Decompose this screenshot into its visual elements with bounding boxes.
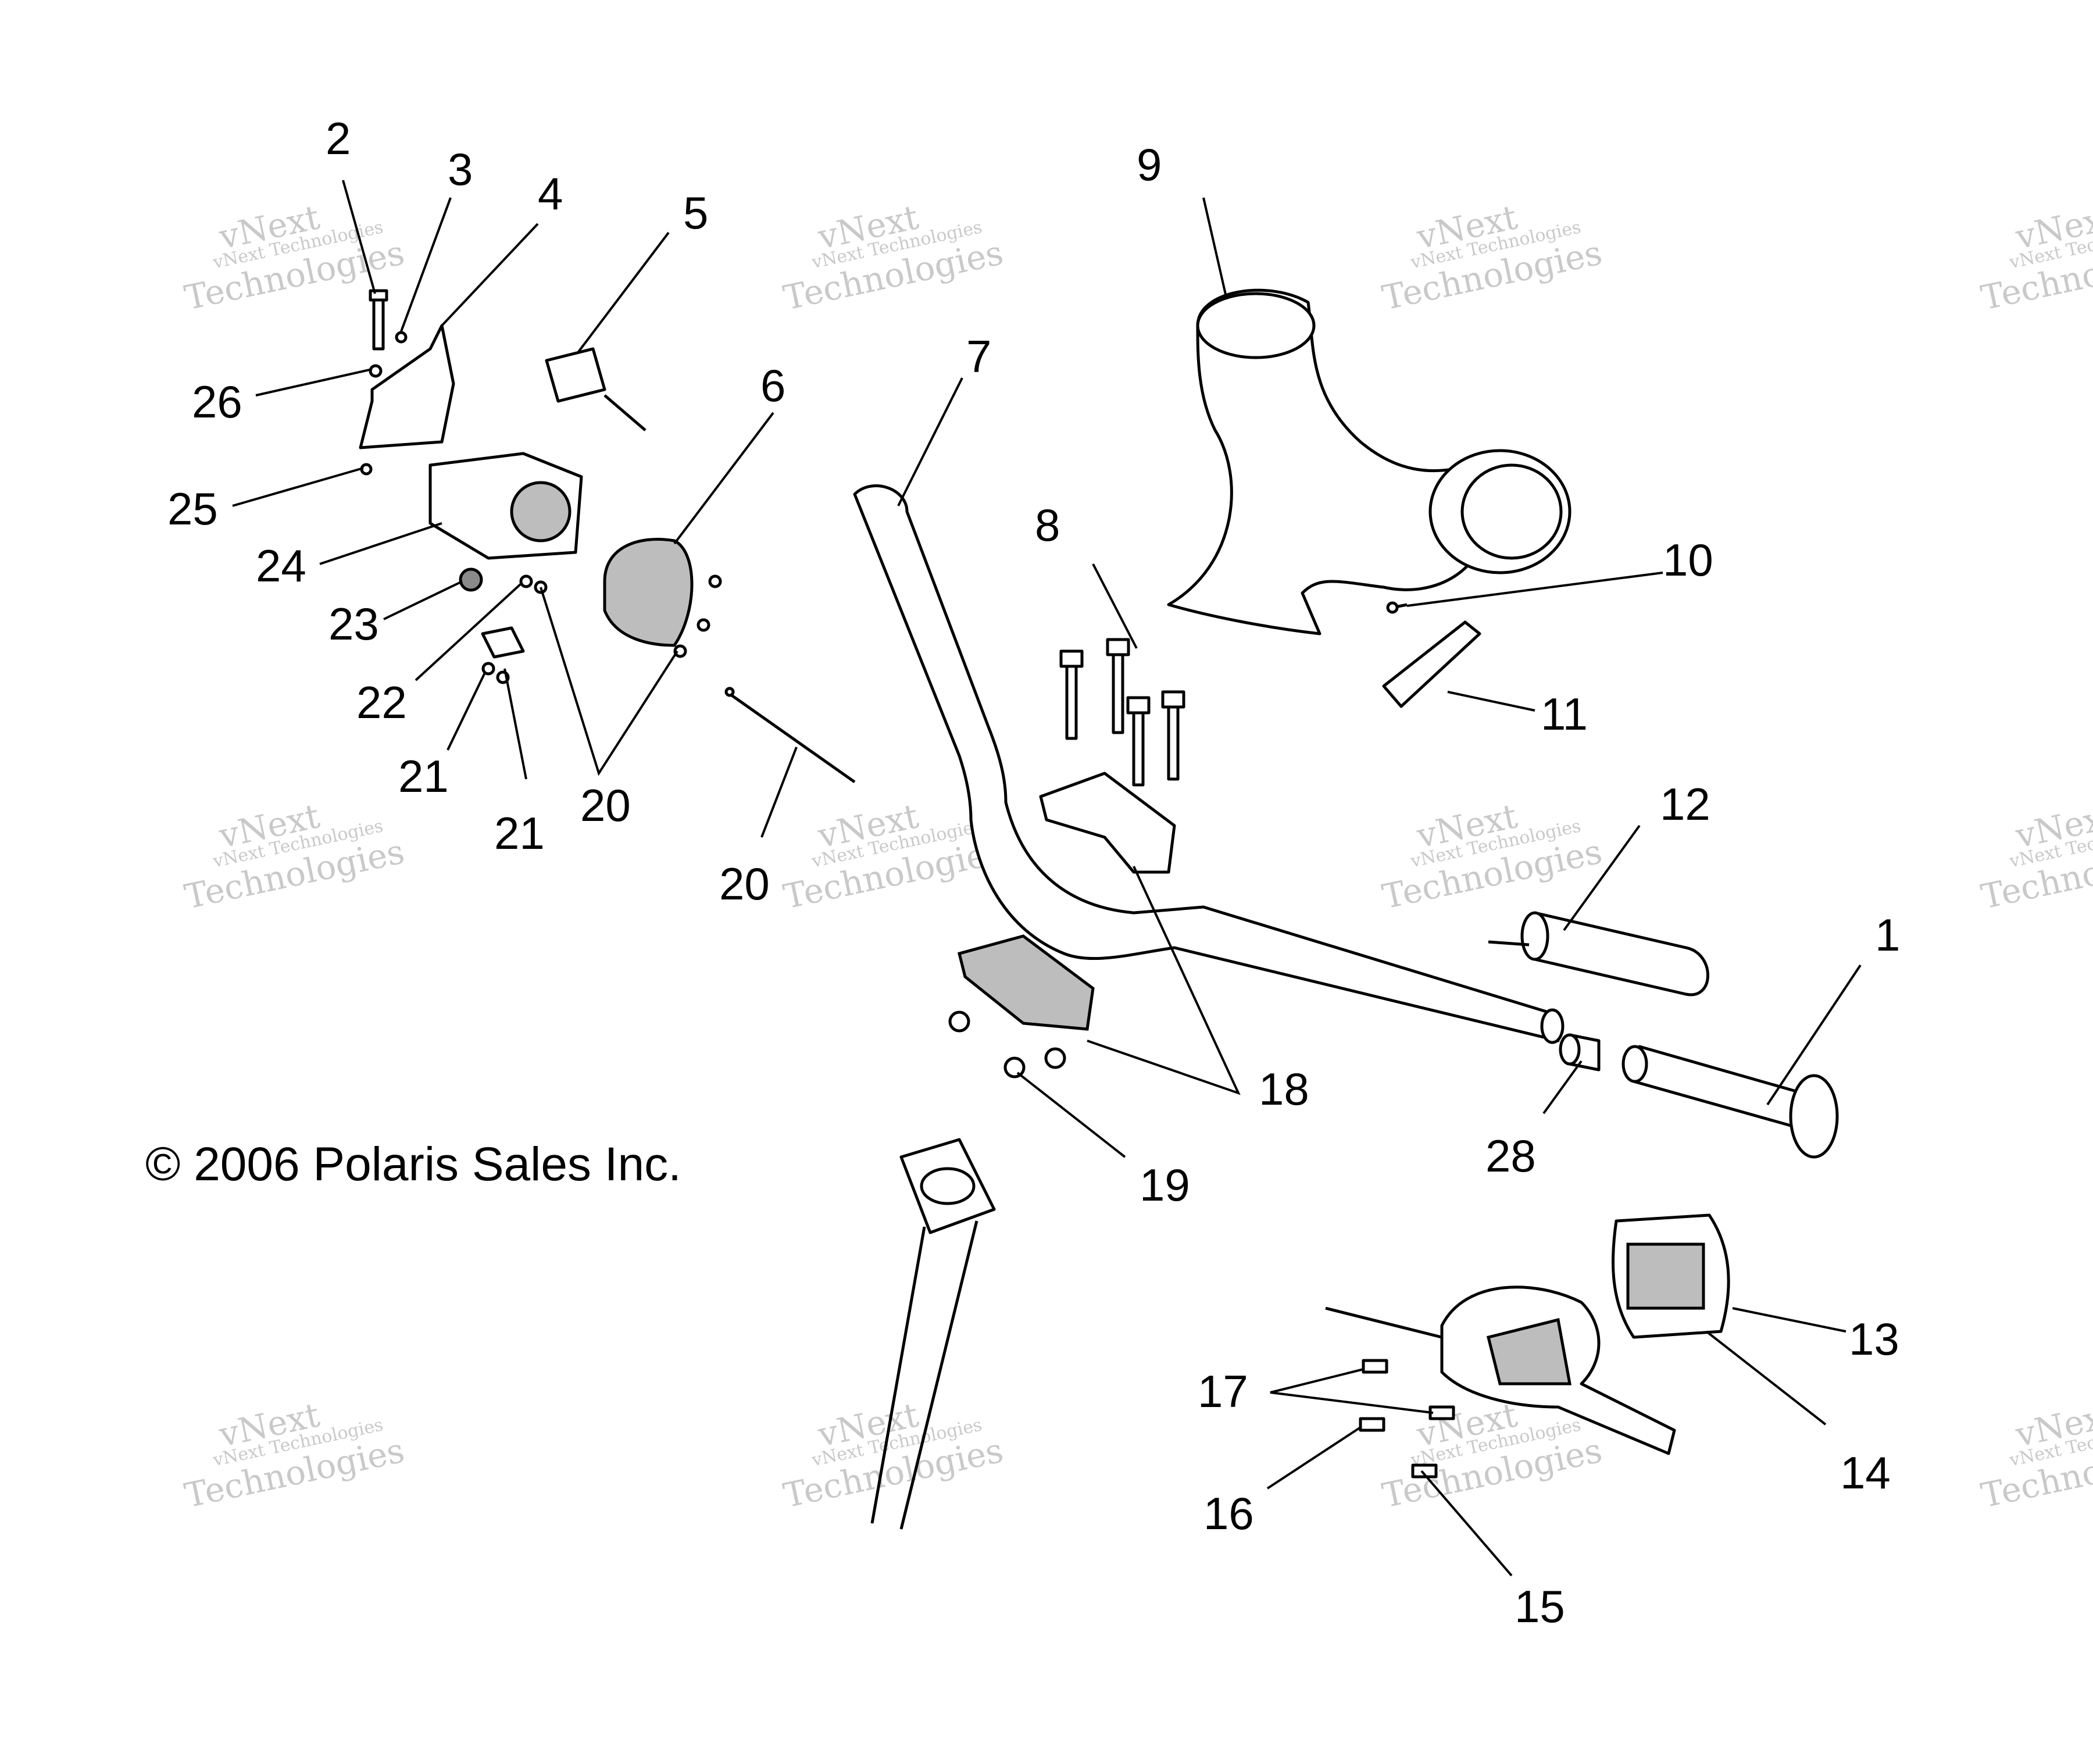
screws-21-23-part xyxy=(481,574,722,684)
callout-3: 3 xyxy=(448,144,473,195)
plug-24-part xyxy=(459,567,483,592)
leader-lines xyxy=(232,180,1862,1577)
callout-10: 10 xyxy=(1663,534,1713,585)
copyright-notice: © 2006 Polaris Sales Inc. xyxy=(145,1138,681,1191)
callout-16: 16 xyxy=(1203,1488,1254,1539)
throttle-cover-part xyxy=(603,538,694,647)
callout-17: 17 xyxy=(1198,1366,1248,1417)
grip-12-part xyxy=(1488,911,1709,997)
callout-20: 20 xyxy=(719,858,770,909)
callout-1: 1 xyxy=(1875,909,1900,960)
bolts-8-part xyxy=(1059,638,1185,787)
callout-15: 15 xyxy=(1515,1581,1565,1632)
screw-2-part xyxy=(369,289,388,351)
screws-15-17-part xyxy=(1359,1359,1455,1479)
clamps-18-part xyxy=(957,772,1176,1031)
steering-column-part xyxy=(870,1138,996,1530)
callout-14: 14 xyxy=(1840,1447,1891,1498)
grip-1-part xyxy=(1621,1045,1839,1159)
callout-18: 18 xyxy=(1259,1063,1309,1115)
brake-lever-part xyxy=(1325,1285,1676,1455)
callout-12: 12 xyxy=(1660,779,1710,830)
handlebar-part xyxy=(853,484,1565,1044)
callout-28: 28 xyxy=(1485,1130,1536,1181)
screw-10-part xyxy=(1386,601,1408,614)
callout-25: 24 xyxy=(256,540,306,591)
callout-27: 26 xyxy=(192,376,242,427)
washer-27-part xyxy=(369,364,383,378)
callout-labels: 2 3 4 5 26 25 24 23 22 21 21 20 20 6 7 8… xyxy=(167,113,1900,1632)
callout-23: 22 xyxy=(356,677,407,728)
callout-26: 25 xyxy=(167,483,218,534)
cable-20-part xyxy=(724,687,856,784)
callout-13: 13 xyxy=(1849,1313,1899,1365)
callout-4: 4 xyxy=(538,168,563,219)
throttle-housing-part xyxy=(428,452,583,560)
callout-19: 19 xyxy=(1140,1159,1190,1210)
callout-9: 9 xyxy=(1137,139,1162,190)
washer-3-part xyxy=(395,331,408,344)
callout-21-right: 20 xyxy=(580,780,631,831)
callout-22: 21 xyxy=(494,808,545,859)
plate-22-part xyxy=(481,626,525,659)
callout-11: 11 xyxy=(1541,688,1588,740)
reservoir-part xyxy=(1611,1213,1730,1339)
callout-8: 8 xyxy=(1035,499,1060,551)
handlebar-cover-part xyxy=(1167,288,1571,635)
nuts-19-part xyxy=(948,1010,1066,1079)
strap-part xyxy=(1382,620,1481,708)
callout-2: 2 xyxy=(326,113,351,164)
callout-24: 23 xyxy=(328,598,379,649)
bracket-4-part xyxy=(359,324,455,449)
switch-5-part xyxy=(545,347,647,431)
callout-5: 5 xyxy=(683,187,708,238)
callout-7: 7 xyxy=(966,331,991,382)
callout-6: 6 xyxy=(760,360,785,411)
plug-part xyxy=(1559,1033,1601,1072)
callout-21-left: 21 xyxy=(398,751,449,802)
